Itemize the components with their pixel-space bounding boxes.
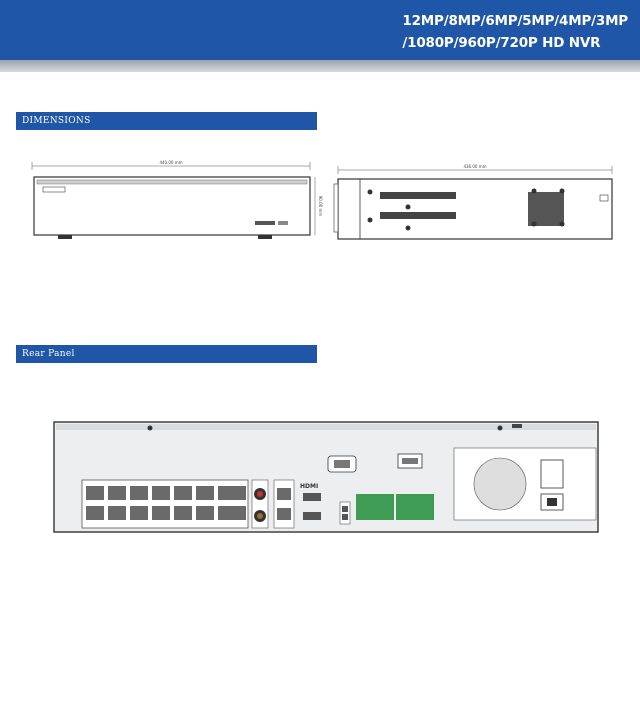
header-title-line2: /1080P/960P/720P HD NVR (402, 35, 601, 51)
header-title-line1: 12MP/8MP/6MP/5MP/4MP/3MP (402, 13, 628, 29)
rear-panel-drawing: HDMI (53, 421, 599, 533)
front-height-label: 90.00 mm (318, 196, 323, 217)
header-stripe (0, 60, 640, 72)
side-view-drawing: 436.00 mm (333, 164, 613, 240)
page-header (0, 0, 640, 60)
header-title: 12MP/8MP/6MP/5MP/4MP/3MP /1080P/960P/720… (402, 10, 628, 54)
dimensions-section-bar: DIMENSIONS (16, 112, 317, 130)
hdmi-label: HDMI (300, 483, 318, 490)
front-view-drawing: 440.00 mm 90.00 mm (31, 160, 323, 239)
front-width-label: 440.00 mm (159, 160, 182, 165)
side-depth-label: 436.00 mm (463, 164, 486, 169)
rear-panel-section-bar: Rear Panel (16, 345, 317, 363)
alarm-terminal-blocks (356, 494, 434, 520)
poe-ports (86, 486, 246, 520)
